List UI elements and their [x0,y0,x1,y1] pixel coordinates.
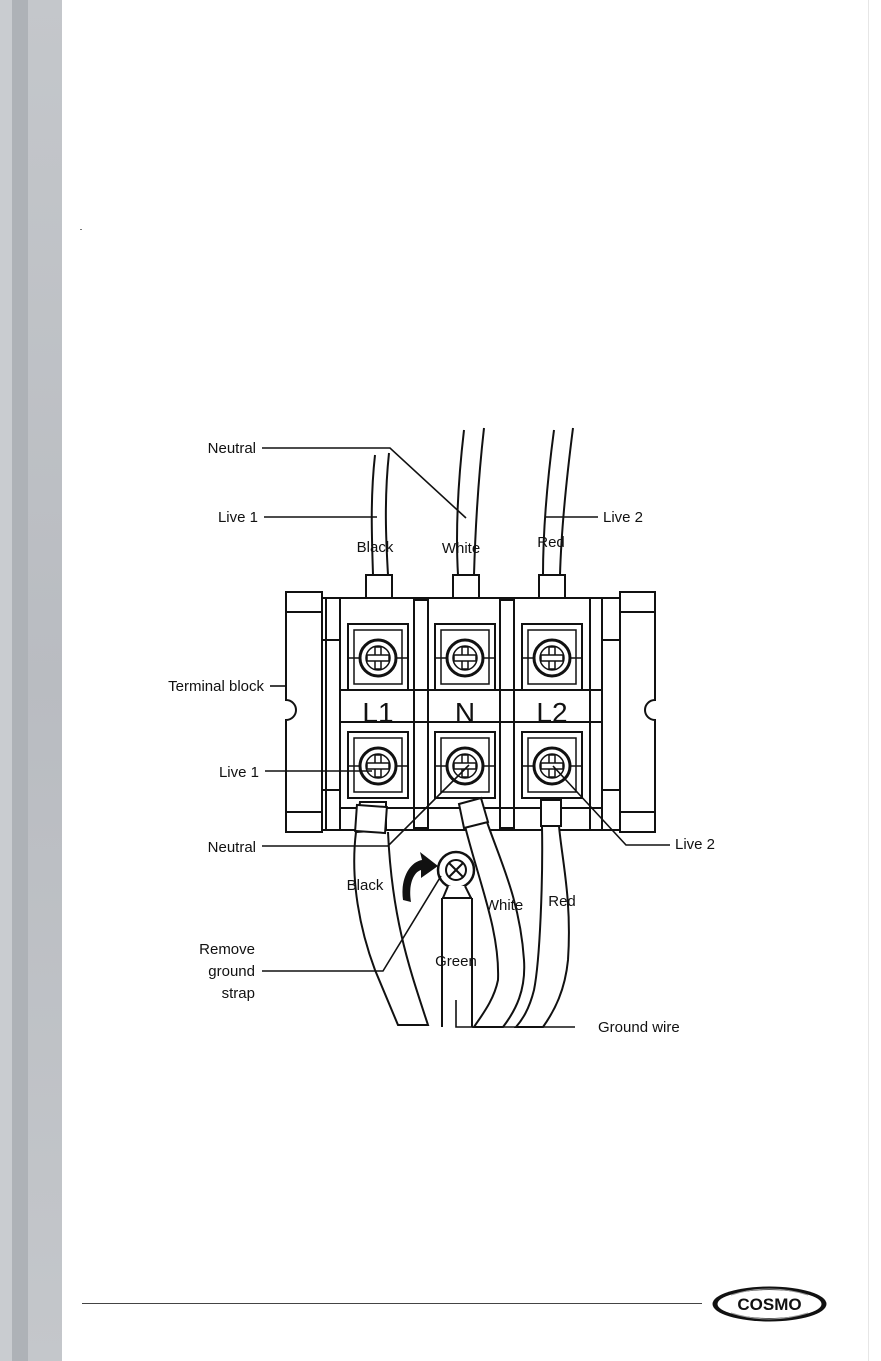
label-live2-bottom: Live 2 [675,836,715,853]
label-green: Green [435,953,477,970]
brand-logo: COSMO [711,1285,828,1323]
brand-logo-text: COSMO [737,1295,801,1314]
red-wire-top-right-edge [560,428,573,575]
label-live1-bottom: Live 1 [219,764,259,781]
label-black-bottom: Black [347,877,384,894]
rotate-arrow-icon [402,852,438,902]
label-remove-line1: Remove [199,941,255,958]
label-ground-wire: Ground wire [598,1019,680,1036]
black-wire-top-right-edge [386,453,389,575]
label-white-bottom: White [485,897,523,914]
label-black-top: Black [357,539,394,556]
label-neutral-bottom: Neutral [208,839,256,856]
black-wire-top-left-edge [372,455,375,575]
label-remove-line3: strap [222,985,255,1002]
terminal-n-label: N [455,697,475,728]
label-live1-top: Live 1 [218,509,258,526]
label-red-bottom: Red [548,893,576,910]
terminal-l2-label: L2 [536,697,567,728]
terminal-l1-label: L1 [362,697,393,728]
label-remove-line2: ground [208,963,255,980]
label-neutral-top: Neutral [208,440,256,457]
logo-badge: COSMO [711,1285,828,1323]
label-red-top: Red [537,534,565,551]
label-live2-top: Live 2 [603,509,643,526]
label-white-top: White [442,540,480,557]
ground-ring [438,852,474,898]
label-terminal-block: Terminal block [168,678,264,695]
footer-rule [82,1303,702,1304]
red-wire-top-left-edge [543,430,554,575]
